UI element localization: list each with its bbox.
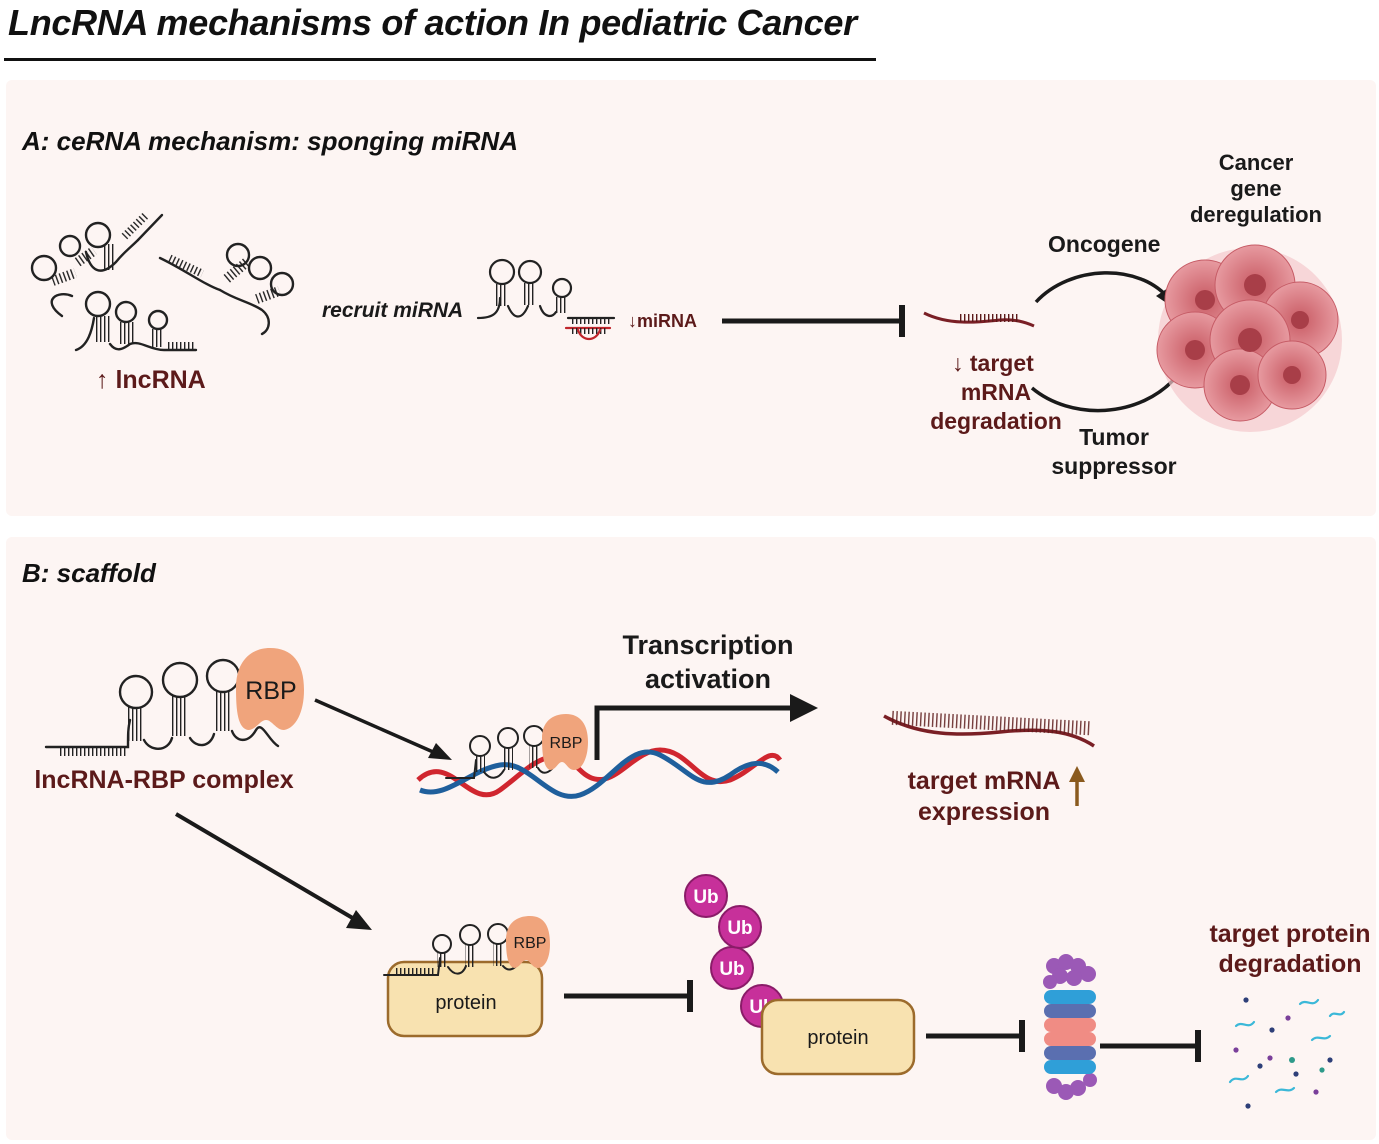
lncrna-rbp-complex-icon <box>44 648 304 756</box>
arrow-to-dna <box>314 698 452 760</box>
lncrna-cluster-icon <box>30 212 295 352</box>
inhibition-arrow-b2 <box>926 1020 1025 1052</box>
inhibition-arrow-a <box>722 305 905 337</box>
recruit-mirna-label: recruit miRNA <box>322 299 463 322</box>
ub-label-1: Ub <box>693 887 718 908</box>
protein-with-complex-icon <box>383 916 550 1038</box>
cancer-cells-icon <box>1156 244 1342 432</box>
proteasome-icon <box>1043 954 1097 1100</box>
inhibition-arrow-b1 <box>564 980 693 1012</box>
figure-title: LncRNA mechanisms of action In pediatric… <box>8 2 857 43</box>
oncogene-arrow <box>1034 271 1180 312</box>
degradation-label-line2: degradation <box>1218 950 1361 978</box>
panel-b-background <box>6 537 1376 1140</box>
peptide-fragments-icon <box>1228 997 1346 1109</box>
target-mrna-expression-icon <box>883 710 1095 748</box>
bound-complex-icon <box>445 714 588 779</box>
panel-a-title: A: ceRNA mechanism: sponging miRNA <box>22 126 518 156</box>
protein-label-2: protein <box>807 1027 868 1049</box>
panel-b-title: B: scaffold <box>22 558 156 588</box>
cancer-label-line2: gene <box>1230 176 1281 201</box>
expression-up-arrow-icon <box>1069 766 1085 806</box>
degradation-label-line1: target protein <box>1209 920 1370 948</box>
mirna-down-label: ↓miRNA <box>628 311 697 331</box>
tumor-label-line1: Tumor <box>1079 424 1149 450</box>
expression-label-line2: expression <box>918 798 1050 826</box>
transcription-label-line2: activation <box>645 664 771 694</box>
dna-helix-icon <box>416 747 783 799</box>
rbp-small-label-1: RBP <box>550 735 583 752</box>
oncogene-label: Oncogene <box>1048 231 1160 257</box>
cancer-label-line1: Cancer <box>1219 150 1294 175</box>
lncrna-mirna-binding-icon <box>476 258 616 341</box>
title-underline <box>4 58 876 61</box>
complex-label: lncRNA-RBP complex <box>34 766 293 794</box>
inhibition-arrow-b3 <box>1100 1030 1201 1062</box>
cancer-label-line3: deregulation <box>1190 202 1322 227</box>
rbp-label: RBP <box>245 677 296 705</box>
expression-label-line1: target mRNA <box>908 767 1061 795</box>
lncrna-up-label: ↑ lncRNA <box>96 366 206 394</box>
transcription-arrow <box>594 694 818 760</box>
transcription-label-line1: Transcription <box>622 630 793 660</box>
target-mrna-line2: mRNA <box>961 379 1031 405</box>
ub-label-2: Ub <box>727 918 752 939</box>
protein-label-1: protein <box>435 992 496 1014</box>
target-mrna-line3: degradation <box>930 408 1062 434</box>
rbp-small-label-2: RBP <box>514 935 547 952</box>
ub-label-3: Ub <box>719 959 744 980</box>
tumor-label-line2: suppressor <box>1051 453 1176 479</box>
target-mrna-strand-icon <box>923 311 1035 328</box>
ubiquitin-chain-icon <box>684 874 784 1028</box>
ubiquitinated-protein-icon <box>760 998 916 1076</box>
arrow-to-protein <box>174 812 372 930</box>
target-mrna-line1: ↓ target <box>952 350 1034 376</box>
